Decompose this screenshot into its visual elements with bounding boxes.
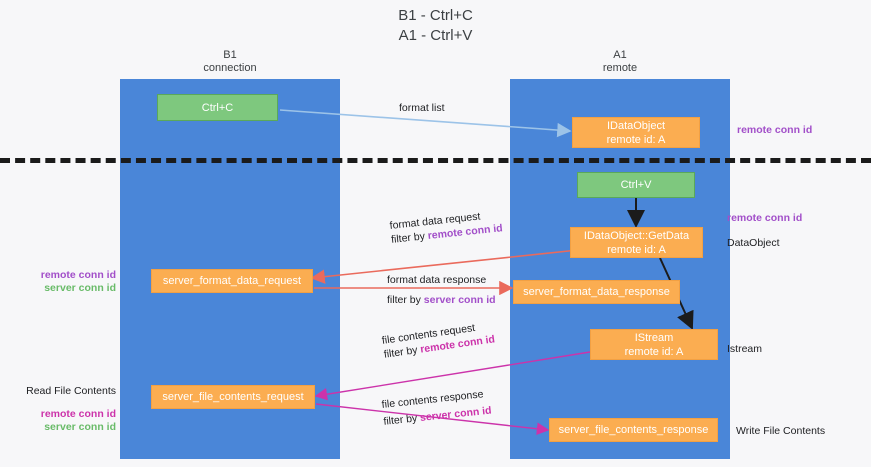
node-idataobject-label: IDataObject	[606, 119, 666, 132]
node-istream-sub: remote id: A	[624, 345, 684, 358]
label-format-data-request: format data request filter by remote con…	[389, 207, 503, 247]
label-fcresp-prefix: filter by	[382, 412, 421, 428]
annotation-right-write-file-contents: Write File Contents	[736, 425, 826, 437]
column-header-a1-name: A1	[613, 49, 627, 61]
node-istream[interactable]: IStream remote id: A	[590, 329, 718, 360]
label-fdresp-key: server conn id	[423, 294, 496, 306]
label-format-data-response-line1: format data response	[387, 274, 487, 286]
annotation-left-server-conn-id-mid: server conn id	[44, 282, 116, 294]
annotation-right-dataobject: DataObject	[727, 237, 780, 249]
node-ctrl-c[interactable]: Ctrl+C	[157, 94, 278, 121]
node-ctrl-v-label: Ctrl+V	[620, 179, 652, 191]
column-header-a1: A1 remote	[510, 49, 730, 75]
annotation-left-remote-conn-id-mid: remote conn id	[40, 269, 116, 281]
node-ctrl-v[interactable]: Ctrl+V	[577, 172, 695, 198]
node-ctrl-c-label: Ctrl+C	[201, 101, 234, 114]
annotation-right-remote-conn-id-top: remote conn id	[737, 124, 813, 136]
label-fcreq-prefix: filter by	[383, 343, 422, 361]
column-header-b1: B1 connection	[120, 49, 340, 75]
label-format-data-response-line2: filter by server conn id	[387, 293, 496, 307]
node-getdata-sub: remote id: A	[607, 243, 666, 256]
label-fcresp-key: server conn id	[419, 404, 493, 424]
node-server-format-data-request[interactable]: server_format_data_request	[151, 269, 313, 293]
node-idataobject[interactable]: IDataObject remote id: A	[572, 117, 700, 148]
node-server-file-contents-response[interactable]: server_file_contents_response	[549, 418, 718, 442]
node-istream-label: IStream	[634, 331, 674, 344]
node-server-format-data-request-label: server_format_data_request	[162, 275, 302, 287]
label-format-list-line1: format list	[399, 102, 445, 114]
column-header-a1-role: remote	[602, 62, 638, 74]
annotation-right-istream: Istream	[727, 343, 763, 355]
node-server-file-contents-request[interactable]: server_file_contents_request	[151, 385, 315, 409]
label-fdresp-prefix: filter by	[387, 294, 424, 306]
label-file-contents-response: file contents response filter by server …	[381, 387, 492, 429]
label-fdreq-prefix: filter by	[390, 230, 429, 246]
node-server-file-contents-request-label: server_file_contents_request	[162, 391, 304, 403]
label-file-contents-request: file contents request filter by remote c…	[381, 318, 496, 361]
label-format-data-response: format data response filter by server co…	[387, 273, 496, 307]
column-header-b1-name: B1	[223, 49, 237, 61]
annotation-right-remote-conn-id-mid: remote conn id	[727, 212, 803, 224]
label-format-list: format list	[399, 101, 445, 115]
node-getdata[interactable]: IDataObject::GetData remote id: A	[570, 227, 703, 258]
page-title: B1 - Ctrl+C A1 - Ctrl+V	[0, 6, 871, 46]
annotation-left-remote-conn-id-bottom: remote conn id	[40, 408, 116, 420]
node-getdata-label: IDataObject::GetData	[583, 229, 690, 242]
node-server-file-contents-response-label: server_file_contents_response	[558, 424, 709, 436]
title-line-2: A1 - Ctrl+V	[398, 27, 473, 44]
annotation-left-read-file-contents: Read File Contents	[26, 385, 116, 397]
column-header-b1-role: connection	[203, 62, 257, 74]
node-server-format-data-response-label: server_format_data_response	[523, 286, 670, 298]
node-idataobject-sub: remote id: A	[606, 133, 666, 146]
annotation-left-server-conn-id-bottom: server conn id	[44, 421, 116, 433]
title-line-1: B1 - Ctrl+C	[398, 7, 473, 24]
phase-divider	[0, 158, 871, 163]
node-server-format-data-response[interactable]: server_format_data_response	[513, 280, 680, 304]
